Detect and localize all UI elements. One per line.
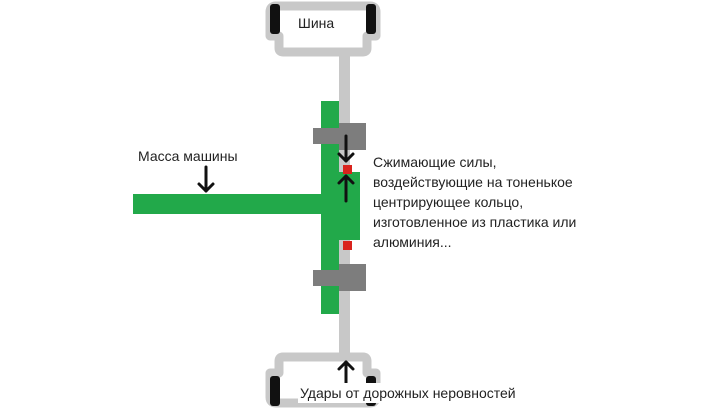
vehicle-mass-label: Масса машины bbox=[138, 148, 238, 164]
arrow-down-icon bbox=[197, 165, 215, 193]
tire-top-bead-right bbox=[366, 4, 376, 34]
tire-label: Шина bbox=[298, 15, 335, 31]
tire-top-bead-left bbox=[270, 4, 280, 34]
lug-bolt-bottom bbox=[313, 264, 366, 291]
hub-center-spigot bbox=[339, 172, 360, 240]
arrow-up-icon bbox=[337, 360, 355, 389]
centering-ring-bottom bbox=[343, 241, 352, 250]
compressive-forces-label: Сжимающие силы, воздействующие на тонень… bbox=[373, 154, 577, 250]
hub-flange bbox=[321, 101, 339, 314]
arrow-up-icon bbox=[337, 174, 355, 203]
tire-bottom-bead-left bbox=[270, 376, 280, 406]
road-impacts-label: Удары от дорожных неровностей bbox=[298, 383, 518, 403]
centering-ring-top bbox=[343, 165, 352, 174]
axle-shaft bbox=[133, 194, 333, 214]
lug-bolt-top bbox=[313, 123, 366, 150]
arrow-down-icon bbox=[337, 134, 355, 163]
